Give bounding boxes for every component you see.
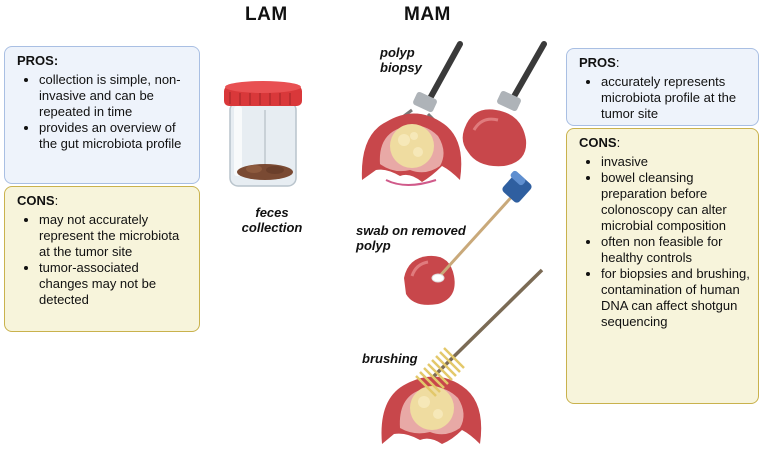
list-item: often non feasible for healthy controls [601,234,750,266]
lam-cons-box: CONS: may not accurately represent the m… [4,186,200,332]
lam-pros-box: PROS: collection is simple, non-invasive… [4,46,200,184]
mam-cons-title: CONS: [579,135,621,150]
polyp-biopsy-label: polyp biopsy [380,45,422,75]
lam-pros-title: PROS: [17,53,59,68]
swab-label: swab on removed polyp [356,223,466,253]
lam-cons-title: CONS: [17,193,59,208]
list-item: accurately represents microbiota profile… [601,74,750,122]
mam-pros-title: PROS: [579,55,620,70]
lam-pros-list: collection is simple, non-invasive and c… [17,72,191,152]
swab-icon [404,170,532,305]
mam-cons-box: CONS: invasive bowel cleansing preparati… [566,128,759,404]
mam-pros-list: accurately represents microbiota profile… [579,74,750,122]
feces-jar-icon [224,81,302,187]
list-item: provides an overview of the gut microbio… [39,120,191,152]
mam-heading: MAM [404,4,451,25]
list-item: tumor-associated changes may not be dete… [39,260,191,308]
lam-cons-list: may not accurately represent the microbi… [17,212,191,308]
polyp-biopsy-icon [361,41,547,186]
brushing-icon [381,268,544,444]
list-item: collection is simple, non-invasive and c… [39,72,191,120]
list-item: may not accurately represent the microbi… [39,212,191,260]
list-item: invasive [601,154,750,170]
list-item: for biopsies and brushing, contamination… [601,266,750,330]
list-item: bowel cleansing preparation before colon… [601,170,750,234]
lam-heading: LAM [245,4,288,25]
feces-collection-label: feces collection [241,205,303,235]
mam-cons-list: invasive bowel cleansing preparation bef… [579,154,750,330]
brushing-label: brushing [362,351,418,366]
mam-pros-box: PROS: accurately represents microbiota p… [566,48,759,126]
